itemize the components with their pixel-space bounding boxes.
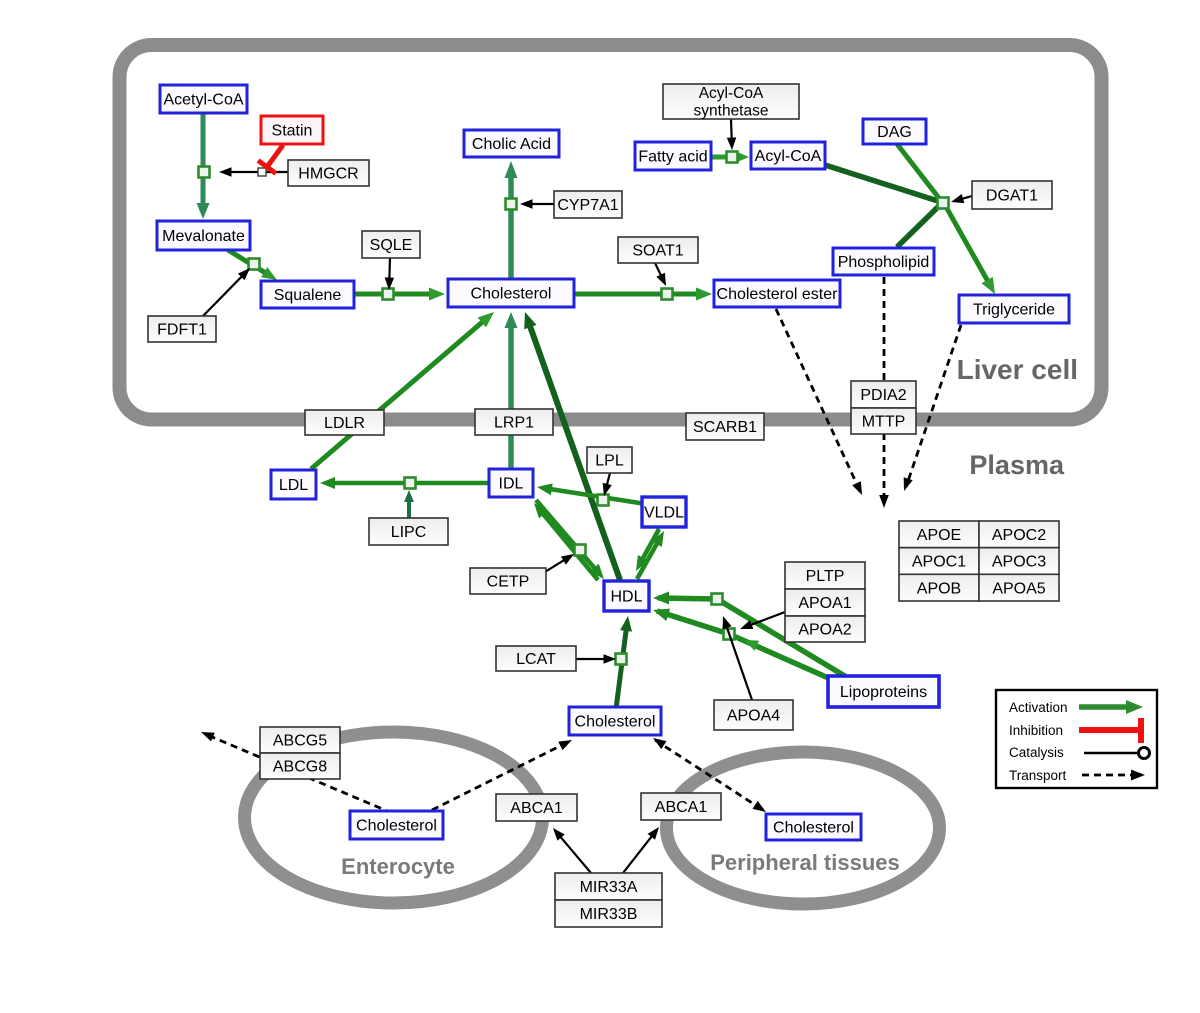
svg-text:APOB: APOB <box>917 580 961 597</box>
svg-text:APOA2: APOA2 <box>798 622 851 639</box>
svg-text:Squalene: Squalene <box>274 287 342 304</box>
svg-text:Transport: Transport <box>1009 768 1067 783</box>
svg-text:APOC3: APOC3 <box>992 554 1046 571</box>
svg-text:ABCA1: ABCA1 <box>655 799 708 816</box>
svg-text:MTTP: MTTP <box>862 414 906 431</box>
svg-text:Plasma: Plasma <box>969 450 1065 480</box>
svg-text:Phospholipid: Phospholipid <box>838 254 930 271</box>
svg-text:Cholesterol: Cholesterol <box>471 286 552 303</box>
svg-text:MIR33B: MIR33B <box>580 906 638 923</box>
svg-text:Cholesterol ester: Cholesterol ester <box>717 286 839 303</box>
svg-text:SQLE: SQLE <box>370 237 413 254</box>
svg-text:Liver cell: Liver cell <box>957 354 1078 385</box>
svg-text:MIR33A: MIR33A <box>580 879 638 896</box>
svg-text:VLDL: VLDL <box>644 505 684 522</box>
svg-text:LRP1: LRP1 <box>494 415 534 432</box>
svg-text:Cholic Acid: Cholic Acid <box>472 136 551 153</box>
svg-text:DGAT1: DGAT1 <box>986 188 1038 205</box>
svg-text:LCAT: LCAT <box>516 651 556 668</box>
svg-text:APOA5: APOA5 <box>992 580 1045 597</box>
svg-text:Acetyl-CoA: Acetyl-CoA <box>163 92 243 109</box>
svg-text:ABCG8: ABCG8 <box>273 759 327 776</box>
svg-text:FDFT1: FDFT1 <box>157 322 207 339</box>
svg-text:LDL: LDL <box>279 477 308 494</box>
svg-text:PLTP: PLTP <box>806 568 845 585</box>
svg-text:PDIA2: PDIA2 <box>860 387 906 404</box>
svg-text:SCARB1: SCARB1 <box>693 419 757 436</box>
svg-text:CETP: CETP <box>487 574 530 591</box>
svg-text:Cholesterol: Cholesterol <box>773 820 854 837</box>
svg-text:Mevalonate: Mevalonate <box>162 228 245 245</box>
svg-text:APOA1: APOA1 <box>798 595 851 612</box>
svg-text:APOC2: APOC2 <box>992 527 1046 544</box>
svg-text:DAG: DAG <box>877 124 912 141</box>
svg-text:LPL: LPL <box>595 453 624 470</box>
svg-text:Activation: Activation <box>1009 700 1068 715</box>
svg-text:CYP7A1: CYP7A1 <box>557 197 618 214</box>
svg-text:Statin: Statin <box>272 123 313 140</box>
svg-text:APOA4: APOA4 <box>727 708 780 725</box>
svg-text:Peripheral tissues: Peripheral tissues <box>710 850 900 875</box>
svg-text:synthetase: synthetase <box>694 103 769 120</box>
svg-text:APOE: APOE <box>917 527 961 544</box>
svg-text:IDL: IDL <box>499 476 524 493</box>
svg-text:Acyl-CoA: Acyl-CoA <box>699 85 764 102</box>
svg-text:HMGCR: HMGCR <box>298 166 358 183</box>
svg-text:APOC1: APOC1 <box>912 554 966 571</box>
svg-text:Acyl-CoA: Acyl-CoA <box>755 148 822 165</box>
svg-text:LDLR: LDLR <box>324 415 365 432</box>
svg-text:ABCA1: ABCA1 <box>510 800 563 817</box>
svg-text:ABCG5: ABCG5 <box>273 733 327 750</box>
svg-text:HDL: HDL <box>610 589 642 606</box>
svg-text:Triglyceride: Triglyceride <box>973 302 1055 319</box>
svg-text:Enterocyte: Enterocyte <box>341 854 455 879</box>
svg-text:Cholesterol: Cholesterol <box>575 714 656 731</box>
svg-text:Catalysis: Catalysis <box>1009 745 1064 760</box>
svg-text:Lipoproteins: Lipoproteins <box>840 684 927 701</box>
svg-text:SOAT1: SOAT1 <box>632 243 683 260</box>
svg-text:Cholesterol: Cholesterol <box>356 818 437 835</box>
svg-text:Inhibition: Inhibition <box>1009 723 1063 738</box>
svg-text:LIPC: LIPC <box>391 524 427 541</box>
svg-text:Fatty acid: Fatty acid <box>638 149 707 166</box>
